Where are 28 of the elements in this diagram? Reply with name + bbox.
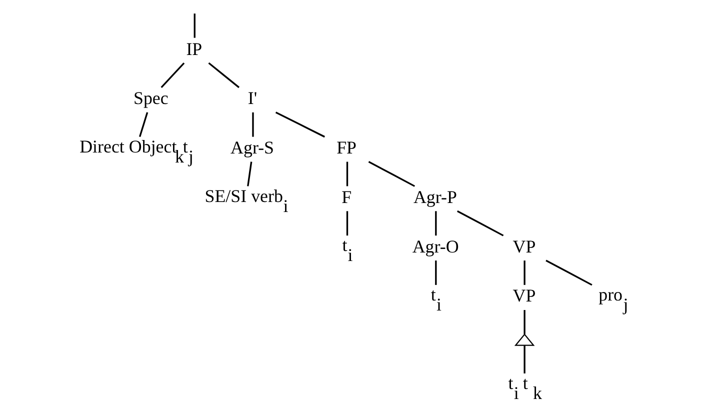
connector	[456, 210, 504, 236]
node-text: Agr-O	[412, 236, 459, 256]
node-text: VP	[512, 286, 536, 306]
connector	[368, 161, 416, 187]
connector	[346, 211, 348, 236]
connector	[435, 211, 437, 236]
node-text: F	[342, 186, 352, 207]
connector	[524, 346, 526, 374]
connector	[208, 62, 240, 88]
node-text: Agr-P	[413, 186, 457, 207]
node-text: Agr-S	[230, 138, 274, 158]
connector	[275, 112, 326, 138]
connector	[435, 260, 437, 285]
connector	[546, 260, 592, 286]
connector	[252, 112, 254, 137]
connector	[160, 62, 185, 88]
node-text: Spec	[133, 88, 168, 108]
connector	[194, 14, 196, 38]
connector	[524, 310, 526, 334]
node-text: IP	[186, 38, 202, 59]
connector	[138, 112, 148, 138]
connector	[524, 260, 526, 285]
node-text: I'	[248, 88, 258, 108]
node-text: VP	[512, 236, 536, 256]
connector	[346, 162, 348, 186]
connector	[247, 162, 252, 186]
node-text: FP	[336, 138, 357, 158]
node-triangle	[514, 334, 535, 346]
